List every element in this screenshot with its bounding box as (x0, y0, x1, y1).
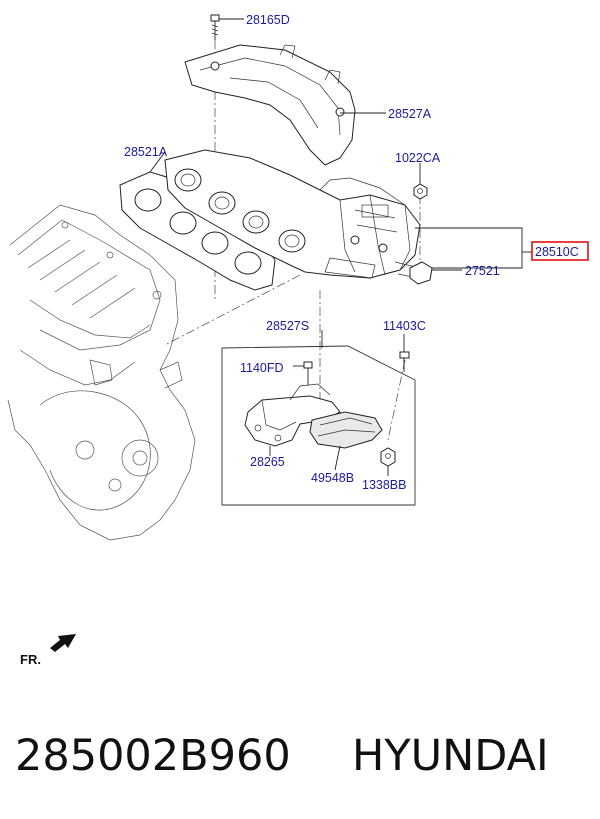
label-1140FD: 1140FD (240, 361, 284, 375)
heat-shield-upper (184, 44, 356, 166)
label-49548B: 49548B (311, 471, 354, 485)
nut-1338BB-icon (380, 447, 396, 467)
bolt-11403C-icon (399, 351, 410, 372)
gasket-28521A (119, 171, 276, 291)
label-11403C: 11403C (383, 319, 426, 333)
engine-block (7, 204, 196, 541)
label-28510C: 28510C (535, 245, 579, 259)
label-28527A: 28527A (388, 107, 432, 121)
protector-49548B (309, 411, 383, 449)
label-28265: 28265 (250, 455, 285, 469)
footer-part-number: 285002B960 (15, 731, 291, 781)
label-1338BB: 1338BB (362, 478, 406, 492)
label-1022CA: 1022CA (395, 151, 441, 165)
sensor-27521-icon (409, 261, 433, 285)
label-28165D: 28165D (246, 13, 290, 27)
highlight-box (531, 241, 589, 261)
front-direction-arrow-icon (50, 634, 76, 652)
bracket-group-box (221, 345, 416, 506)
leader-lines (149, 18, 532, 476)
nut-1022CA-icon (413, 183, 428, 200)
bolt-28165D-icon (210, 14, 220, 40)
bolt-1140FD-icon (303, 361, 313, 385)
label-27521: 27521 (465, 264, 500, 278)
exhaust-manifold-catalytic-converter (164, 149, 421, 279)
label-28527S: 28527S (266, 319, 309, 333)
label-28521A: 28521A (124, 145, 168, 159)
footer-brand: HYUNDAI (352, 731, 549, 781)
fr-label: FR. (20, 652, 41, 667)
